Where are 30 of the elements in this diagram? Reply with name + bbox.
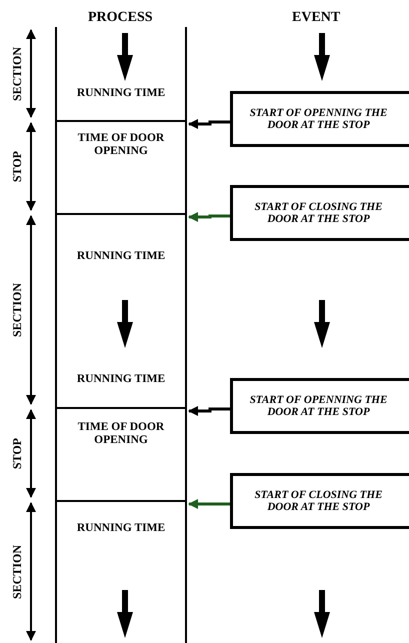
cell-text: TIME OF DOOR OPENING xyxy=(76,132,166,158)
span-label: STOP xyxy=(10,151,25,182)
event-text: START OF CLOSING THE DOOR AT THE STOP xyxy=(254,201,384,225)
cell-text: RUNNING TIME xyxy=(76,373,166,386)
span-label: SECTION xyxy=(10,544,25,599)
arrow xyxy=(188,499,230,509)
arrow xyxy=(188,212,230,222)
arrow xyxy=(188,406,230,416)
process-lane-cell xyxy=(55,500,187,643)
process-lane-cell xyxy=(55,213,187,409)
event-box xyxy=(230,378,409,434)
event-text: START OF CLOSING THE DOOR AT THE STOP xyxy=(254,489,384,513)
cell-text: TIME OF DOOR OPENING xyxy=(76,421,166,447)
event-text: START OF OPENNING THE DOOR AT THE STOP xyxy=(248,107,388,131)
column-heading: EVENT xyxy=(292,10,340,26)
event-text: START OF OPENNING THE DOOR AT THE STOP xyxy=(248,394,388,418)
process-lane-cell xyxy=(55,120,187,215)
cell-text: RUNNING TIME xyxy=(76,87,166,100)
process-lane-cell xyxy=(55,27,187,122)
event-box xyxy=(230,473,409,529)
span-label: SECTION xyxy=(10,46,25,101)
cell-text: RUNNING TIME xyxy=(76,250,166,263)
cell-text: RUNNING TIME xyxy=(76,522,166,535)
arrow xyxy=(188,119,230,129)
event-box xyxy=(230,91,409,147)
span-label: SECTION xyxy=(10,283,25,338)
event-box xyxy=(230,185,409,241)
process-lane-cell xyxy=(55,407,187,502)
span-label: STOP xyxy=(10,438,25,470)
column-heading: PROCESS xyxy=(88,10,153,26)
